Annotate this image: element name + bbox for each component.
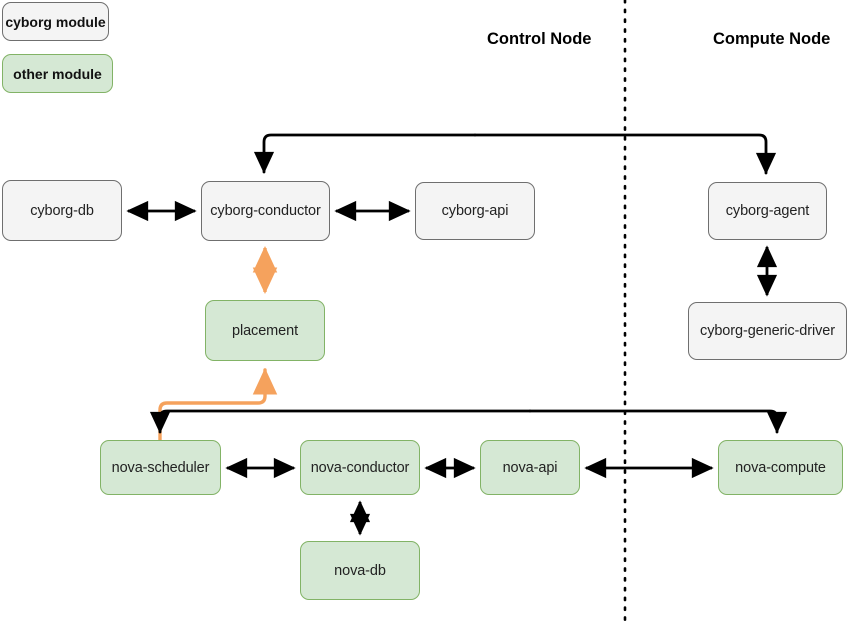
edge-bus-top-to-cyborg-agent: [473, 133, 777, 175]
edge-bus-bottom-to-nova-compute: [528, 409, 788, 434]
node-nova-db[interactable]: nova-db: [300, 541, 420, 600]
node-label: cyborg-api: [441, 203, 509, 219]
node-label: nova-compute: [735, 459, 826, 476]
legend-item-other-module: other module: [2, 54, 113, 93]
legend-item-cyborg-module: cyborg module: [2, 2, 109, 41]
node-nova-compute[interactable]: nova-compute: [718, 440, 843, 495]
node-placement[interactable]: placement: [205, 300, 325, 361]
node-label: nova-scheduler: [111, 459, 210, 476]
node-cyborg-db[interactable]: cyborg-db: [2, 180, 122, 241]
node-nova-api[interactable]: nova-api: [480, 440, 580, 495]
edge-bus-bottom-to-nova-scheduler: [149, 409, 532, 434]
node-label: placement: [232, 322, 298, 339]
edge-nova-scheduler-placement: [158, 367, 278, 442]
legend-label-other-module: other module: [13, 65, 102, 82]
node-cyborg-agent[interactable]: cyborg-agent: [708, 182, 827, 240]
node-label: nova-api: [502, 459, 558, 476]
node-label: cyborg-conductor: [210, 203, 321, 219]
node-cyborg-conductor[interactable]: cyborg-conductor: [201, 181, 330, 241]
node-label: cyborg-generic-driver: [700, 323, 835, 339]
node-label: nova-conductor: [310, 459, 410, 476]
zone-label-compute-node: Compute Node: [713, 30, 831, 48]
node-nova-conductor[interactable]: nova-conductor: [300, 440, 420, 495]
node-nova-scheduler[interactable]: nova-scheduler: [100, 440, 221, 495]
node-label: nova-db: [334, 562, 386, 579]
node-cyborg-generic-driver[interactable]: cyborg-generic-driver: [688, 302, 847, 360]
zone-label-control-node: Control Node: [487, 30, 592, 48]
node-label: cyborg-agent: [725, 203, 810, 219]
node-cyborg-api[interactable]: cyborg-api: [415, 182, 535, 240]
legend-label-cyborg-module: cyborg module: [5, 13, 106, 30]
edge-bus-top-to-cyborg-conductor: [253, 133, 477, 174]
node-label: cyborg-db: [30, 202, 94, 219]
